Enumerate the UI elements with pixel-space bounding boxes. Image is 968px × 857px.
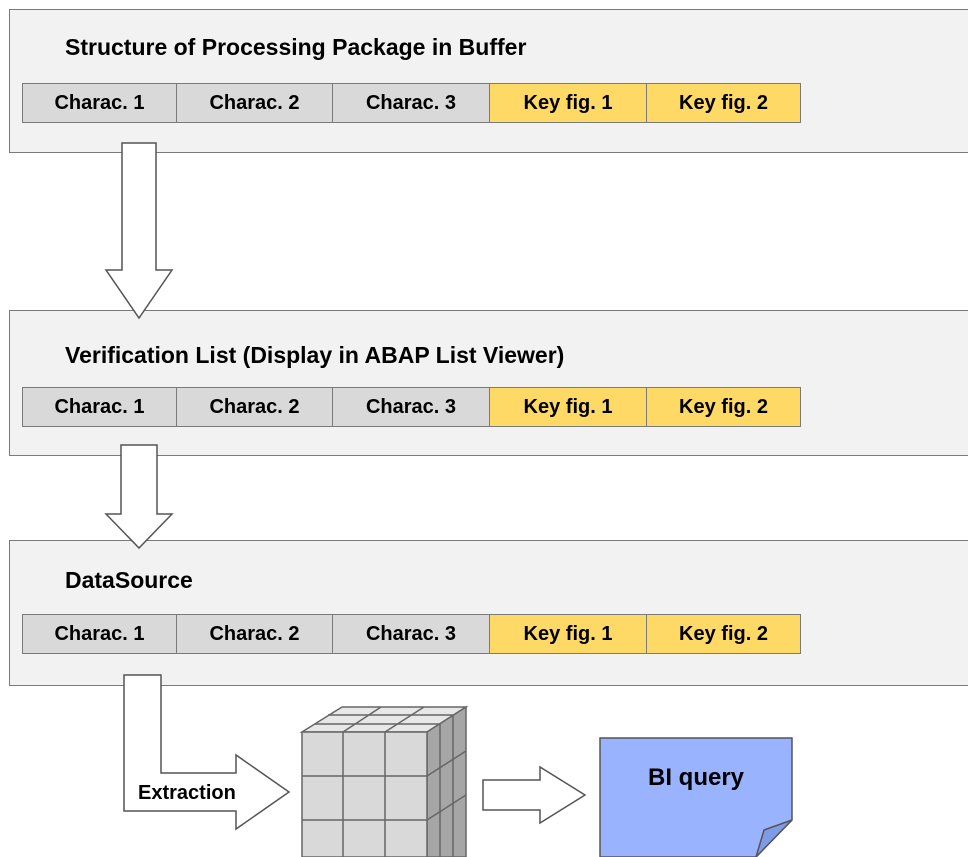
- field-cell-charac-2: Charac. 2: [176, 83, 333, 123]
- field-cell-charac-2: Charac. 2: [176, 387, 333, 427]
- field-cell-key-fig-1: Key fig. 1: [489, 387, 647, 427]
- panel-verification-list: Verification List (Display in ABAP List …: [9, 310, 968, 456]
- field-cell-charac-1: Charac. 1: [22, 387, 177, 427]
- panel-datasource: DataSource Charac. 1 Charac. 2 Charac. 3…: [9, 540, 968, 686]
- panel-title: Structure of Processing Package in Buffe…: [65, 34, 527, 60]
- field-row: Charac. 1 Charac. 2 Charac. 3 Key fig. 1…: [22, 83, 801, 123]
- field-cell-key-fig-2: Key fig. 2: [646, 614, 801, 654]
- extraction-label: Extraction: [138, 782, 236, 804]
- field-cell-charac-2: Charac. 2: [176, 614, 333, 654]
- field-cell-charac-1: Charac. 1: [22, 614, 177, 654]
- panel-title: Verification List (Display in ABAP List …: [65, 342, 565, 368]
- field-cell-key-fig-2: Key fig. 2: [646, 387, 801, 427]
- down-arrow-icon: [104, 142, 174, 320]
- field-cell-charac-3: Charac. 3: [332, 83, 490, 123]
- field-cell-key-fig-2: Key fig. 2: [646, 83, 801, 123]
- field-cell-charac-3: Charac. 3: [332, 614, 490, 654]
- right-arrow-icon: [482, 765, 587, 825]
- panel-title: DataSource: [65, 567, 193, 593]
- bi-query-label: BI query: [647, 764, 745, 791]
- panel-processing-package: Structure of Processing Package in Buffe…: [9, 9, 968, 153]
- field-cell-key-fig-1: Key fig. 1: [489, 83, 647, 123]
- cube-icon: [299, 705, 469, 857]
- field-row: Charac. 1 Charac. 2 Charac. 3 Key fig. 1…: [22, 387, 801, 427]
- right-arrow-icon: [123, 674, 291, 831]
- field-cell-key-fig-1: Key fig. 1: [489, 614, 647, 654]
- field-cell-charac-1: Charac. 1: [22, 83, 177, 123]
- field-row: Charac. 1 Charac. 2 Charac. 3 Key fig. 1…: [22, 614, 801, 654]
- note-icon: [599, 737, 793, 857]
- field-cell-charac-3: Charac. 3: [332, 387, 490, 427]
- down-arrow-icon: [104, 444, 174, 550]
